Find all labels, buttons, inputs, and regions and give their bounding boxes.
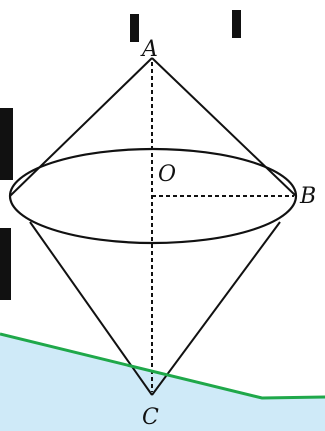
bracket-stroke-top-left	[130, 14, 139, 42]
label-point-c: C	[142, 405, 159, 430]
bracket-stroke-left-lower	[0, 228, 11, 300]
bracket-stroke-left-upper	[0, 108, 13, 180]
label-point-b: B	[299, 184, 316, 209]
label-point-o: O	[158, 162, 176, 187]
label-point-a: A	[140, 37, 158, 62]
upper-cone-left-edge	[9, 57, 153, 197]
water-surface-line	[0, 332, 325, 400]
upper-cone-right-edge	[151, 57, 297, 197]
water-region	[0, 334, 325, 431]
bracket-stroke-top-right	[232, 10, 241, 38]
lower-cone-right-edge	[151, 221, 281, 396]
